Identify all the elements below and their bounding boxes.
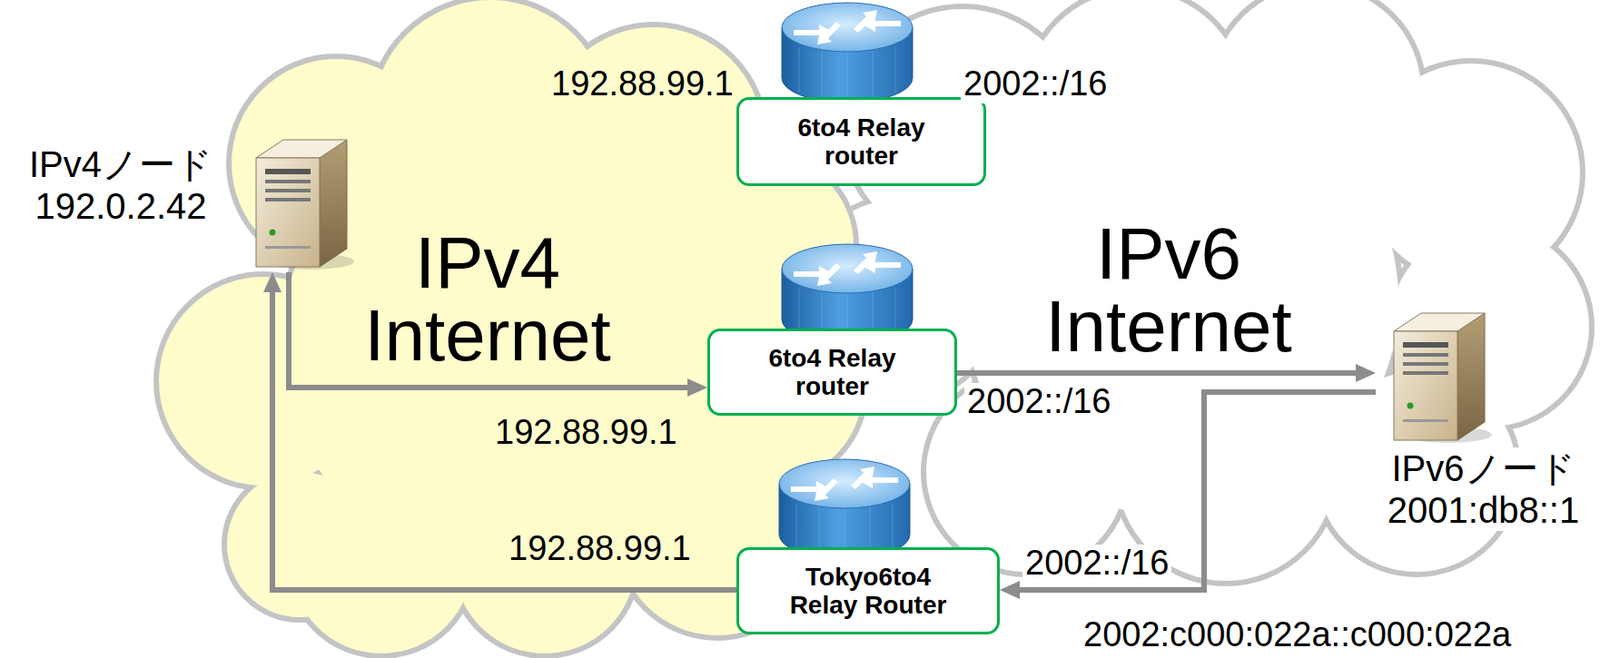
prefix-label: 2002::/16 [964,383,1114,422]
node-caption: IPv4ノード192.0.2.42 [7,143,235,228]
prefix-label: 2002::/16 [1022,544,1172,583]
ipv6-node: IPv6ノード2001:db8::1 [1375,304,1591,545]
router-label: 6to4 Relay router [739,344,926,402]
router-icon [779,459,910,560]
router-icon [781,2,913,103]
router-name: 6to4 Relay router [739,344,926,402]
tunnel-arrow [272,285,737,591]
relay-router-box: 6to4 Relay router [736,97,987,187]
server-icon [256,139,355,270]
relay-router-box: 6to4 Relay router [707,328,958,416]
ipv4-address-label: 192.88.99.1 [494,414,678,453]
tunnel-arrow [1012,392,1376,591]
node-name: IPv4ノード [26,143,216,186]
ipv6-cloud [799,0,1590,582]
tunnel-arrow [288,272,695,388]
router-label: Tokyo6to4 Relay Router [775,562,962,621]
ipv4-address-label: 192.88.99.1 [551,65,734,104]
router-name: 6to4 Relay router [768,113,955,171]
node-name: IPv6ノード [1388,447,1578,490]
network-name: IPv6 Internet [1032,217,1305,364]
node-caption: IPv6ノード2001:db8::1 [1375,447,1591,532]
relay-router-box: Tokyo6to4 Relay Router [736,547,1000,635]
node-address: 2001:db8::1 [1384,489,1582,532]
6to4-address-label: 2002:c000:022a::c000:022a [1080,617,1514,652]
ipv4-node: IPv4ノード192.0.2.42 [7,127,356,273]
server-icon [1393,313,1492,444]
network-name: IPv4 Internet [351,227,624,373]
router-label: 6to4 Relay router [768,113,955,171]
tunnel-arrow [957,370,1363,376]
ipv4-cloud [158,0,863,654]
node-address: 192.0.2.42 [31,185,209,228]
prefix-label: 2002::/16 [960,65,1110,104]
router-name: Tokyo6to4 Relay Router [775,562,962,621]
router-icon [781,244,913,345]
ipv4-address-label: 192.88.99.1 [508,530,692,569]
